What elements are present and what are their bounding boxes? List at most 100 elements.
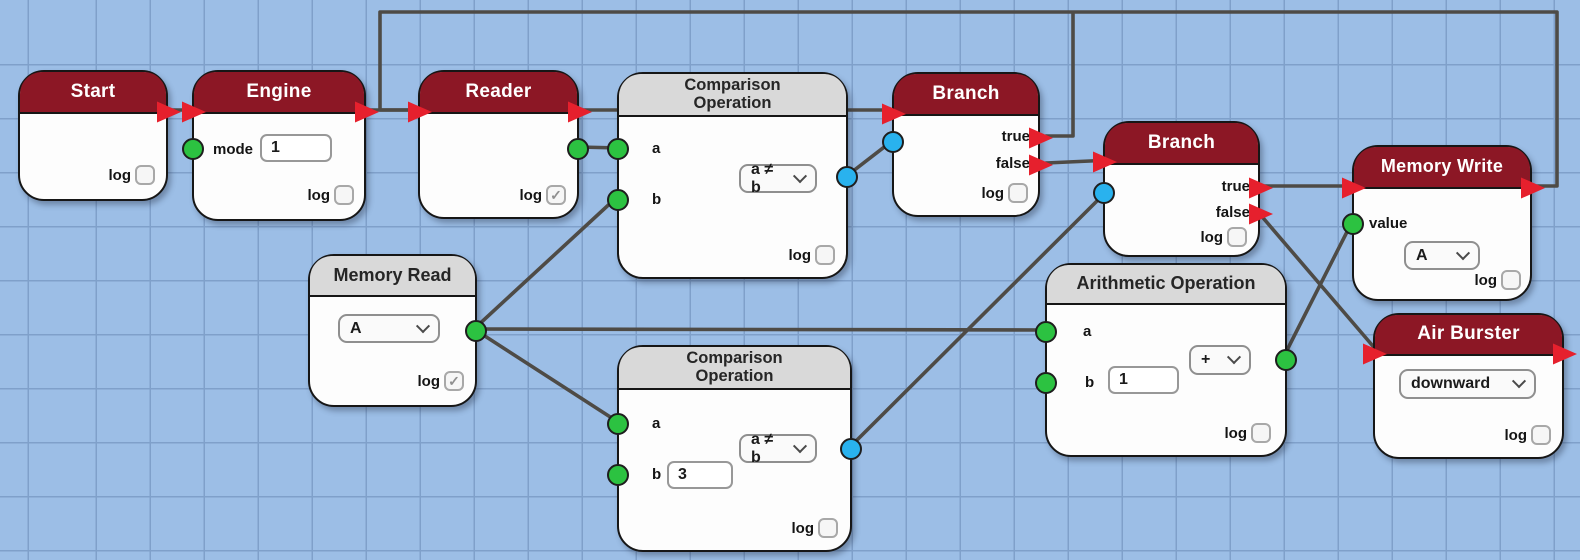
- log-checkbox[interactable]: [1501, 270, 1521, 290]
- node-header[interactable]: Engine: [194, 72, 364, 114]
- b-label: b: [652, 466, 662, 483]
- direction-select[interactable]: downward: [1399, 369, 1536, 399]
- node-engine[interactable]: Engine mode 1 log: [182, 70, 379, 221]
- node-header[interactable]: Branch: [894, 74, 1038, 116]
- log-checkbox[interactable]: [444, 371, 464, 391]
- log-checkbox[interactable]: [818, 518, 838, 538]
- node-arithmetic-operation[interactable]: Arithmetic Operation a b 1 + log: [1035, 263, 1297, 457]
- b-label: b: [652, 191, 662, 208]
- log-label: log: [108, 166, 132, 184]
- chevron-down-icon: [1455, 245, 1471, 260]
- b-field[interactable]: 3: [667, 461, 733, 489]
- log-label: log: [1200, 228, 1224, 246]
- log-checkbox[interactable]: [1531, 425, 1551, 445]
- input-a-pin[interactable]: [1035, 321, 1057, 343]
- mode-field[interactable]: 1: [260, 134, 332, 162]
- node-header[interactable]: Start: [20, 72, 166, 114]
- true-label: true: [1001, 128, 1030, 145]
- node-start[interactable]: Start log: [18, 70, 181, 201]
- node-air-burster[interactable]: Air Burster downward log: [1363, 313, 1577, 459]
- node-title: Reader: [465, 80, 532, 102]
- log-checkbox[interactable]: [334, 185, 354, 205]
- wire: [472, 196, 618, 331]
- chevron-down-icon: [1226, 350, 1242, 365]
- node-title: Branch: [1147, 131, 1216, 153]
- log-label: log: [981, 184, 1005, 202]
- log-label: log: [1224, 424, 1248, 442]
- a-label: a: [652, 415, 661, 432]
- node-comparison-operation-2[interactable]: Comparison Operation a b 3 a ≠ b log: [607, 345, 862, 552]
- node-title: Memory Write: [1380, 156, 1504, 177]
- wire: [472, 327, 1047, 332]
- false-label: false: [1215, 204, 1250, 221]
- a-label: a: [1083, 323, 1092, 340]
- mode-input-pin[interactable]: [182, 138, 204, 160]
- node-header[interactable]: Air Burster: [1375, 315, 1562, 356]
- log-checkbox[interactable]: [1251, 423, 1271, 443]
- mode-label: mode: [213, 141, 254, 158]
- node-comparison-operation-1[interactable]: Comparison Operation a b a ≠ b log: [607, 72, 858, 279]
- wire: [1044, 12, 1075, 138]
- log-checkbox[interactable]: [135, 165, 155, 185]
- data-out-pin[interactable]: [465, 320, 487, 342]
- node-branch-1[interactable]: Branch true false log: [882, 72, 1053, 217]
- node-reader[interactable]: Reader log: [408, 70, 592, 219]
- node-header[interactable]: Memory Read: [310, 256, 475, 297]
- node-title: Branch: [932, 82, 1000, 104]
- node-header[interactable]: Arithmetic Operation: [1047, 265, 1285, 305]
- condition-in-pin[interactable]: [882, 131, 904, 153]
- node-title: Air Burster: [1417, 323, 1520, 345]
- node-header[interactable]: Branch: [1105, 123, 1258, 165]
- node-header[interactable]: Comparison Operation: [619, 347, 850, 390]
- log-label: log: [519, 186, 543, 204]
- node-header[interactable]: Memory Write: [1354, 147, 1530, 189]
- log-checkbox[interactable]: [815, 245, 835, 265]
- node-title: Arithmetic Operation: [1076, 273, 1256, 294]
- wire: [848, 190, 1108, 449]
- log-label: log: [307, 186, 331, 204]
- value-label: value: [1369, 215, 1408, 232]
- log-checkbox[interactable]: [1227, 227, 1247, 247]
- log-checkbox[interactable]: [546, 185, 566, 205]
- node-header[interactable]: Reader: [420, 72, 577, 114]
- slot-select[interactable]: A: [338, 314, 440, 343]
- node-title: Comparison Operation: [684, 75, 781, 112]
- b-field[interactable]: 1: [1108, 366, 1179, 394]
- wire: [472, 327, 620, 424]
- log-label: log: [788, 246, 812, 264]
- input-a-pin[interactable]: [607, 138, 629, 160]
- node-branch-2[interactable]: Branch true false log: [1093, 121, 1273, 257]
- wire: [1281, 220, 1354, 360]
- input-b-pin[interactable]: [1035, 372, 1057, 394]
- wire: [378, 10, 1559, 188]
- node-title: Engine: [246, 80, 312, 102]
- result-out-pin[interactable]: [840, 438, 862, 460]
- operator-select[interactable]: a ≠ b: [739, 161, 817, 196]
- input-b-pin[interactable]: [607, 189, 629, 211]
- input-a-pin[interactable]: [607, 413, 629, 435]
- true-label: true: [1221, 178, 1250, 195]
- log-checkbox[interactable]: [1008, 183, 1028, 203]
- log-label: log: [417, 372, 441, 390]
- log-label: log: [1504, 426, 1528, 444]
- false-label: false: [995, 155, 1030, 172]
- operator-select[interactable]: a ≠ b: [739, 431, 817, 466]
- condition-in-pin[interactable]: [1093, 182, 1115, 204]
- slot-select[interactable]: A: [1404, 241, 1480, 270]
- log-label: log: [791, 519, 815, 537]
- chevron-down-icon: [792, 438, 808, 453]
- node-memory-read[interactable]: Memory Read A log: [308, 254, 487, 407]
- result-out-pin[interactable]: [1275, 349, 1297, 371]
- operator-select[interactable]: +: [1189, 345, 1251, 375]
- node-memory-write[interactable]: Memory Write value A log: [1342, 145, 1545, 301]
- node-title: Memory Read: [333, 264, 452, 285]
- wire: [1256, 210, 1380, 354]
- node-header[interactable]: Comparison Operation: [619, 74, 846, 117]
- chevron-down-icon: [792, 168, 808, 183]
- input-b-pin[interactable]: [607, 464, 629, 486]
- chevron-down-icon: [415, 318, 431, 333]
- result-out-pin[interactable]: [836, 166, 858, 188]
- data-out-pin[interactable]: [567, 138, 589, 160]
- value-in-pin[interactable]: [1342, 213, 1364, 235]
